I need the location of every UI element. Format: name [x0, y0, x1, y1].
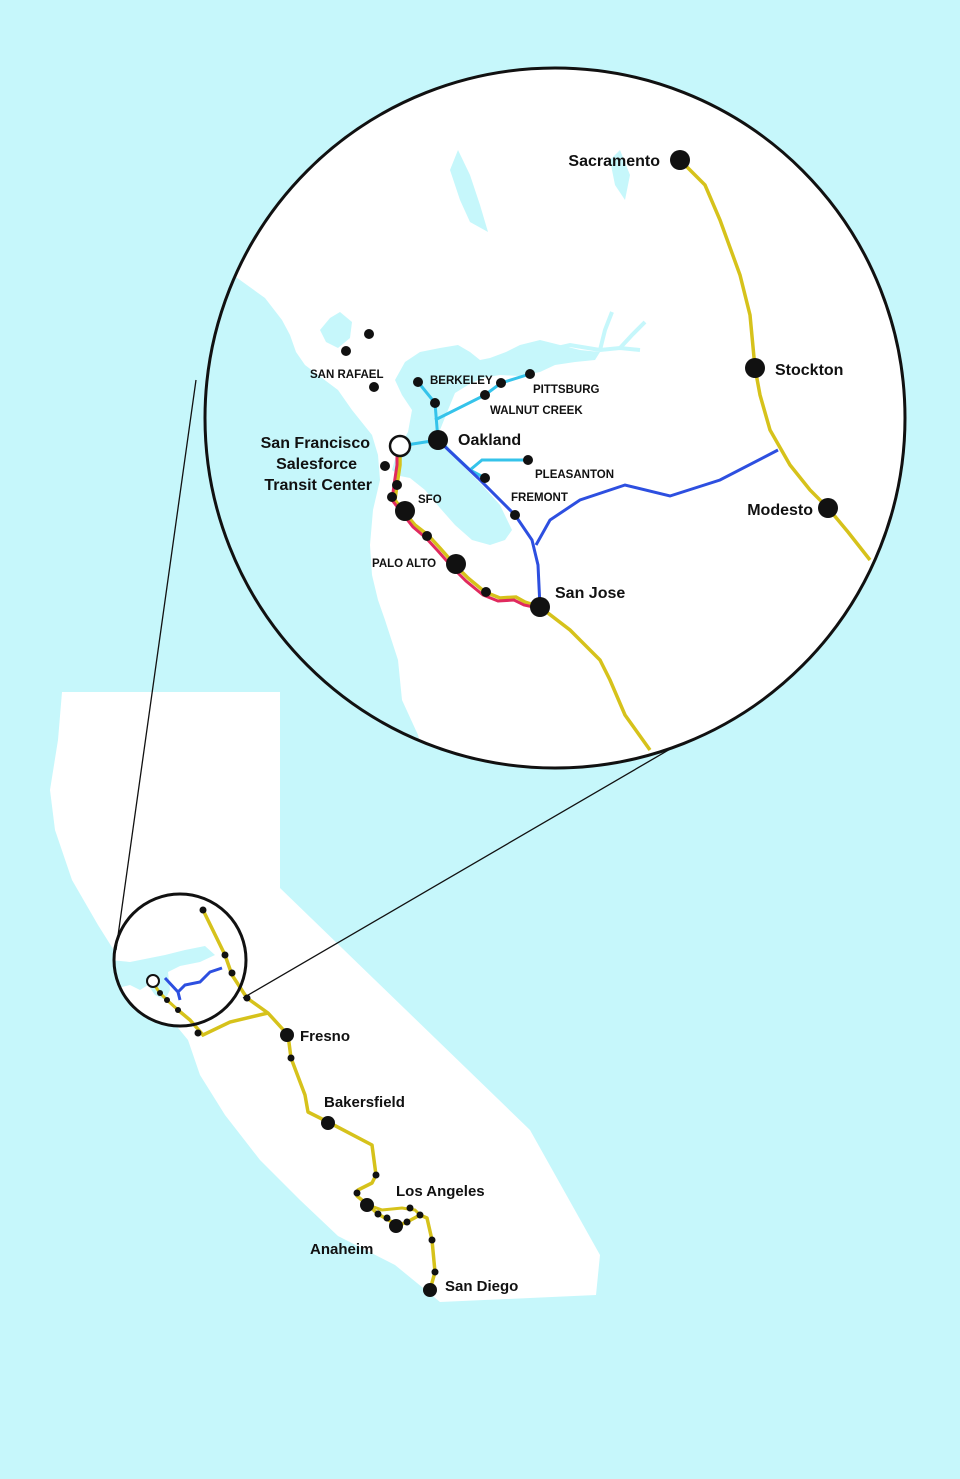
- label-modesto: Modesto: [747, 502, 813, 519]
- label-walnut-creek: WALNUT CREEK: [490, 405, 583, 417]
- inset-delta-sliver: [610, 150, 630, 200]
- label-sacramento: Sacramento: [568, 153, 660, 170]
- label-pleasanton: PLEASANTON: [535, 469, 614, 481]
- label-san-rafael: SAN RAFAEL: [310, 369, 383, 381]
- statewide-stations: [157, 906, 439, 1297]
- label-oakland: Oakland: [458, 432, 521, 449]
- inset-major-stations: [395, 150, 838, 617]
- label-sf-terminal-line1: San Francisco: [261, 435, 371, 452]
- label-fresno: Fresno: [300, 1028, 350, 1045]
- small-zoom-circle-outline: [112, 892, 248, 1028]
- label-anaheim: Anaheim: [310, 1241, 373, 1258]
- zoom-connector-lower: [242, 719, 721, 999]
- label-fremont: FREMONT: [511, 492, 568, 504]
- bay-area-inset: Sacramento Stockton Modesto Oakland San …: [205, 68, 905, 768]
- terminal-open-circle-icon: [388, 434, 412, 458]
- label-berkeley: BERKELEY: [430, 375, 493, 387]
- label-stockton: Stockton: [775, 362, 843, 379]
- small-zoom-lines: [151, 966, 223, 1012]
- inset-circle-outline: [203, 66, 907, 770]
- label-san-diego: San Diego: [445, 1278, 518, 1295]
- zoom-connector-upper: [115, 379, 197, 951]
- small-zoom-marker: [114, 894, 246, 1026]
- label-bakersfield: Bakersfield: [324, 1094, 405, 1111]
- small-bay-water: [114, 946, 215, 1000]
- inset-sf-bay: [392, 340, 600, 545]
- label-sfo: SFO: [418, 494, 442, 506]
- label-los-angeles: Los Angeles: [396, 1183, 485, 1200]
- inset-caltrain-line: [390, 448, 539, 610]
- hsr-branch-to-sj: [176, 1008, 269, 1038]
- hsr-la-loop: [367, 1203, 422, 1217]
- label-san-jose: San Jose: [555, 585, 625, 602]
- label-palo-alto: PALO ALTO: [372, 558, 436, 570]
- small-terminal-open-circle-icon: [146, 974, 160, 988]
- inset-richardson-bay: [320, 312, 352, 348]
- label-pittsburg: PITTSBURG: [533, 384, 600, 396]
- inset-small-stations: [341, 329, 535, 597]
- inset-delta-waterway: [539, 311, 647, 354]
- inset-ace-line: [436, 438, 779, 608]
- label-sf-terminal-line3: Transit Center: [264, 477, 372, 494]
- inset-hsr-peninsula: [393, 446, 652, 752]
- california-landmass: [50, 692, 600, 1302]
- inset-north-slough: [450, 150, 488, 232]
- label-sf-terminal-line2: Salesforce: [276, 456, 357, 473]
